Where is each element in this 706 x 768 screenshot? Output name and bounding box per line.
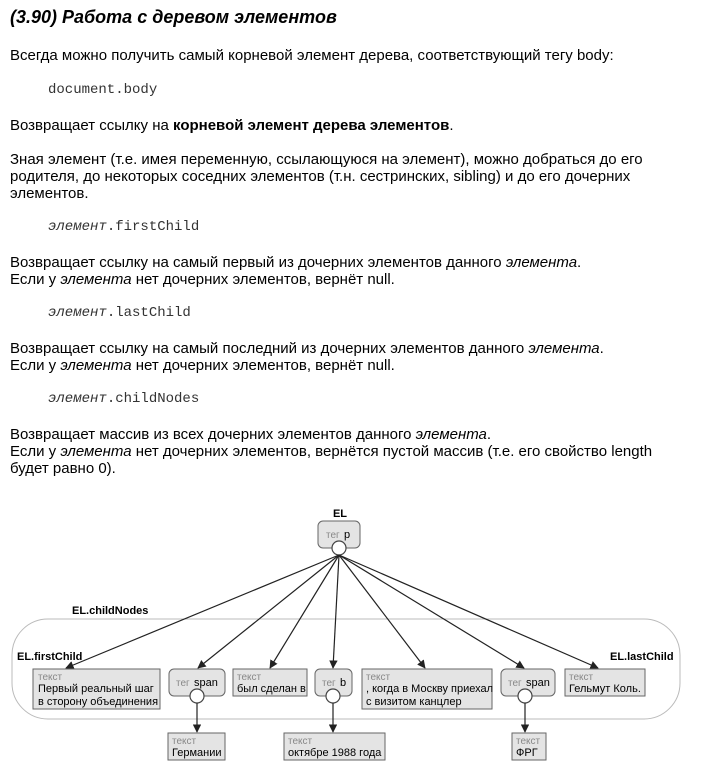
node-tag: b (340, 677, 346, 689)
page-title: (3.90) Работа с деревом элементов (10, 7, 337, 27)
node-kind: текст (38, 672, 63, 683)
code-first-child: элемент.firstChild (48, 219, 199, 235)
node-kind: текст (237, 672, 262, 683)
node-tag: span (194, 677, 218, 689)
text-span: нет дочерних элементов, вернёт null. (131, 357, 395, 374)
node-connector (189, 688, 205, 704)
child-node-b: тег b (314, 668, 353, 704)
node-connector (325, 688, 341, 704)
node-text: октябре 1988 года (288, 747, 382, 759)
child-node-text-4: текст Гельмут Коль. (564, 668, 646, 697)
node-text: , когда в Москву приехал (366, 683, 493, 695)
node-kind: тег (322, 678, 336, 689)
paragraph-body-intro: Всегда можно получить самый корневой эле… (10, 47, 614, 64)
node-text: Гельмут Коль. (569, 683, 641, 695)
node-kind: текст (288, 736, 313, 747)
text-span: . (577, 254, 582, 271)
node-text: был сделан в (237, 683, 306, 695)
node-kind: текст (569, 672, 594, 683)
italic-term: элемента (528, 340, 600, 357)
paragraph-first-child: Возвращает ссылку на самый первый из доч… (10, 254, 690, 288)
child-nodes-label: EL.childNodes (72, 605, 148, 617)
text-span: Возвращает ссылку на самый последний из … (10, 340, 529, 357)
node-connector (517, 688, 533, 704)
node-kind: текст (366, 672, 391, 683)
grandchild-arrows (192, 703, 530, 733)
italic-term: элемента (415, 426, 487, 443)
node-kind: тег (326, 530, 340, 541)
child-node-span-1: тег span (168, 668, 226, 704)
node-kind: текст (172, 736, 197, 747)
italic-term: элемента (505, 254, 578, 271)
last-child-label: EL.lastChild (610, 651, 674, 663)
text-span: Возвращает массив из всех дочерних элеме… (10, 426, 416, 443)
node-text: Первый реальный шаг (38, 683, 154, 695)
text-span: Если у (10, 443, 61, 460)
code-variable: элемент (48, 391, 107, 407)
node-kind: тег (508, 678, 522, 689)
text-span: . (599, 340, 604, 357)
bold-term: корневой элемент дерева элементов (173, 117, 450, 134)
child-node-text-2: текст был сделан в (232, 668, 308, 697)
italic-term: элемента (60, 357, 132, 374)
node-text: с визитом канцлер (366, 696, 462, 708)
paragraph-navigation-intro: Зная элемент (т.е. имея переменную, ссыл… (10, 151, 643, 202)
italic-term: элемента (60, 271, 132, 288)
text-span: Возвращает ссылку на самый первый из доч… (10, 254, 506, 271)
text-span: . (486, 426, 492, 443)
node-text: в сторону объединения (38, 696, 158, 708)
code-last-child: элемент.lastChild (48, 305, 191, 321)
grandchild-text-3: текст ФРГ (511, 732, 547, 761)
first-child-label: EL.firstChild (17, 651, 82, 663)
node-kind: тег (176, 678, 190, 689)
dom-tree-diagram: EL тег p EL.childNodes EL.firstChild EL.… (11, 508, 681, 761)
text-span: нет дочерних элементов, вернёт null. (131, 271, 395, 288)
text-span: Возвращает ссылку на (10, 117, 174, 134)
node-kind: текст (516, 736, 541, 747)
grandchild-text-1: текст Германии (167, 732, 226, 761)
paragraph-body-returns: Возвращает ссылку на корневой элемент де… (10, 117, 690, 134)
text-span: Если у (10, 271, 61, 288)
code-document-body: document.body (48, 82, 158, 98)
root-label: EL (333, 508, 347, 520)
node-text: ФРГ (516, 747, 538, 759)
root-connector (331, 540, 347, 556)
node-text: Германии (172, 747, 222, 759)
grandchild-text-2: текст октябре 1988 года (283, 732, 386, 761)
child-node-span-2: тег span (500, 668, 556, 704)
text-span: Если у (10, 357, 61, 374)
text-span: нет дочерних элементов, вернётся пустой … (10, 443, 653, 477)
text-span: . (449, 117, 454, 134)
code-property: .firstChild (106, 219, 200, 235)
child-arrows (65, 554, 599, 669)
paragraph-child-nodes: Возвращает массив из всех дочерних элеме… (10, 426, 690, 477)
paragraph-last-child: Возвращает ссылку на самый последний из … (10, 340, 690, 374)
code-child-nodes: элемент.childNodes (48, 391, 199, 407)
code-variable: элемент (48, 219, 107, 235)
child-nodes-container (11, 618, 681, 720)
child-node-text-1: текст Первый реальный шаг в сторону объе… (32, 668, 161, 710)
node-tag: p (344, 529, 350, 541)
italic-term: элемента (60, 443, 132, 460)
child-node-text-3: текст , когда в Москву приехал с визитом… (361, 668, 493, 710)
node-tag: span (526, 677, 550, 689)
code-property: .lastChild (106, 305, 191, 321)
code-variable: элемент (48, 305, 107, 321)
code-property: .childNodes (106, 391, 200, 407)
